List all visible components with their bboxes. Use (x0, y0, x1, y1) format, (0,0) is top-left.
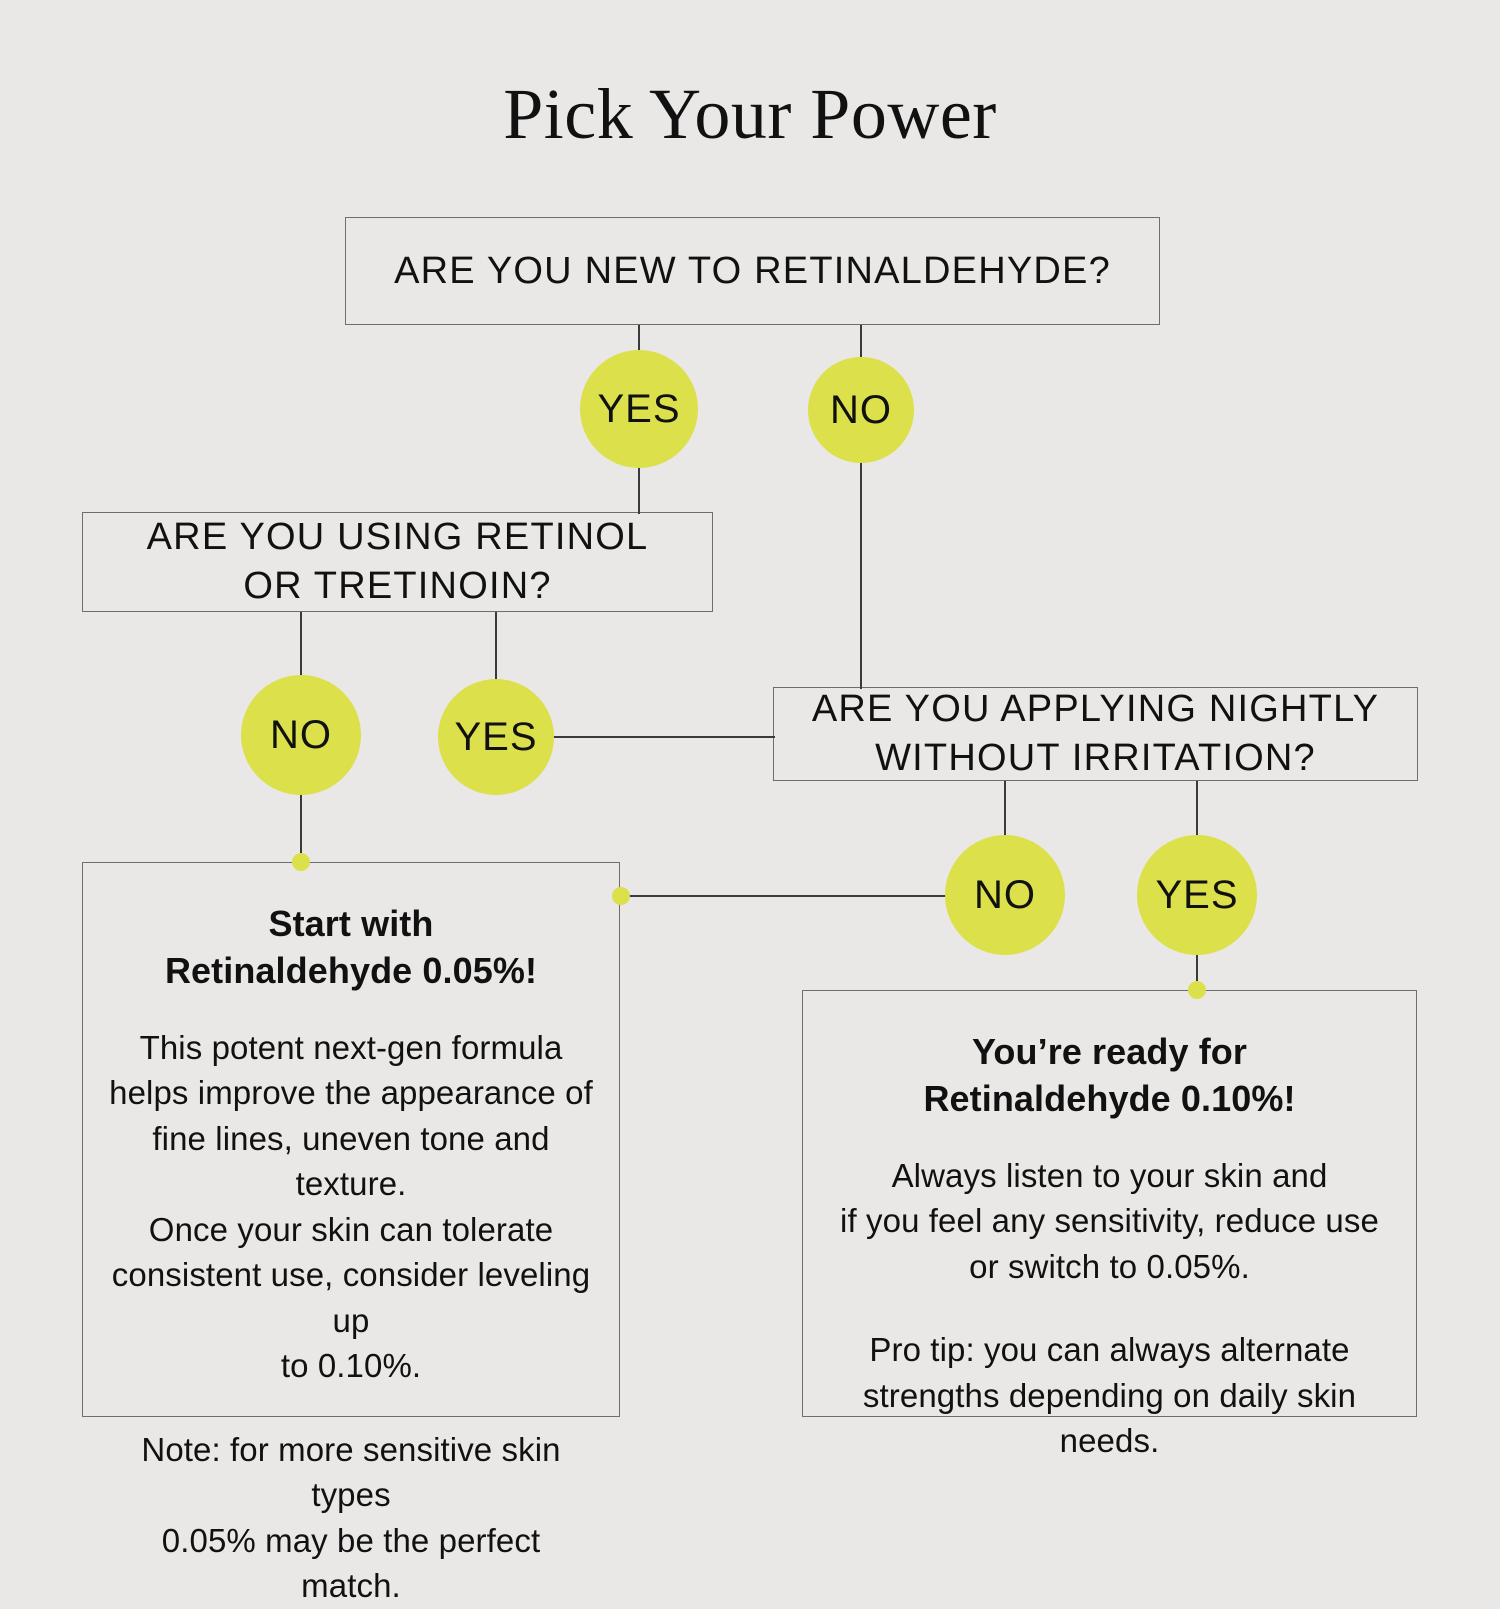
result-box-start-005-body2: Note: for more sensitive skin types 0.05… (141, 1430, 561, 1605)
question-box-using-retinol-line1: ARE YOU USING RETINOL (146, 516, 649, 559)
result-box-start-005-body1: This potent next-gen formula helps impro… (109, 1028, 593, 1385)
connector-q3-to-yes (1196, 781, 1198, 837)
answer-circle-q2-no[interactable]: NO (241, 675, 361, 795)
connector-q3-to-no (1004, 781, 1006, 837)
result-box-start-005: Start with Retinaldehyde 0.05%! This pot… (82, 862, 620, 1604)
connector-no-to-q3 (860, 461, 862, 689)
answer-circle-q3-yes-label: YES (1155, 872, 1239, 917)
connector-dot-left-result-top (292, 853, 310, 871)
connector-dot-right-result-top (1188, 981, 1206, 999)
connector-q2-to-yes (495, 612, 497, 680)
connector-q2-to-no (300, 612, 302, 676)
answer-circle-q1-no-label: NO (830, 387, 892, 432)
answer-circle-q3-yes[interactable]: YES (1137, 835, 1257, 955)
answer-circle-q2-yes-label: YES (454, 714, 538, 759)
question-box-applying-nightly-line1: ARE YOU APPLYING NIGHTLY (811, 688, 1380, 731)
question-box-using-retinol-line2: OR TRETINOIN? (243, 565, 552, 607)
result-box-ready-010: You’re ready for Retinaldehyde 0.10%! Al… (802, 990, 1417, 1459)
connector-q2yes-to-q3 (552, 736, 775, 738)
answer-circle-q3-no[interactable]: NO (945, 835, 1065, 955)
connector-dot-left-result-right (612, 887, 630, 905)
question-box-new-to-retinaldehyde: ARE YOU NEW TO RETINALDEHYDE? (345, 217, 1160, 325)
flowchart-canvas: Pick Your Power ARE YOU NEW TO RETINALDE… (82, 74, 1418, 1605)
result-box-ready-010-heading: You’re ready for Retinaldehyde 0.10%! (923, 1031, 1296, 1119)
question-box-using-retinol-or-tretinoin: ARE YOU USING RETINOL OR TRETINOIN? (82, 512, 713, 612)
answer-circle-q2-no-label: NO (270, 712, 332, 757)
question-box-applying-nightly: ARE YOU APPLYING NIGHTLY WITHOUT IRRITAT… (773, 687, 1418, 781)
question-box-new-to-retinaldehyde-text: ARE YOU NEW TO RETINALDEHYDE? (394, 249, 1111, 292)
page-title: Pick Your Power (503, 74, 997, 154)
result-box-start-005-heading: Start with Retinaldehyde 0.05%! (164, 903, 538, 991)
answer-circle-q2-yes[interactable]: YES (438, 679, 554, 795)
connector-q3no-to-left-result (620, 895, 947, 897)
question-box-applying-nightly-line2: WITHOUT IRRITATION? (875, 737, 1316, 779)
answer-circle-q1-yes-label: YES (597, 386, 681, 431)
connector-q3yes-to-right-result (1196, 953, 1198, 995)
connector-yes-to-q2 (638, 466, 640, 514)
connector-q1-to-yes (638, 325, 640, 351)
result-box-ready-010-body2: Pro tip: you can always alternate streng… (862, 1331, 1357, 1460)
answer-circle-q3-no-label: NO (974, 872, 1036, 917)
result-box-ready-010-body1: Always listen to your skin and if you fe… (840, 1156, 1379, 1285)
connector-q1-to-no (860, 325, 862, 357)
answer-circle-q1-yes[interactable]: YES (580, 350, 698, 468)
connector-q2no-to-left-result (300, 793, 302, 864)
answer-circle-q1-no[interactable]: NO (808, 357, 914, 463)
